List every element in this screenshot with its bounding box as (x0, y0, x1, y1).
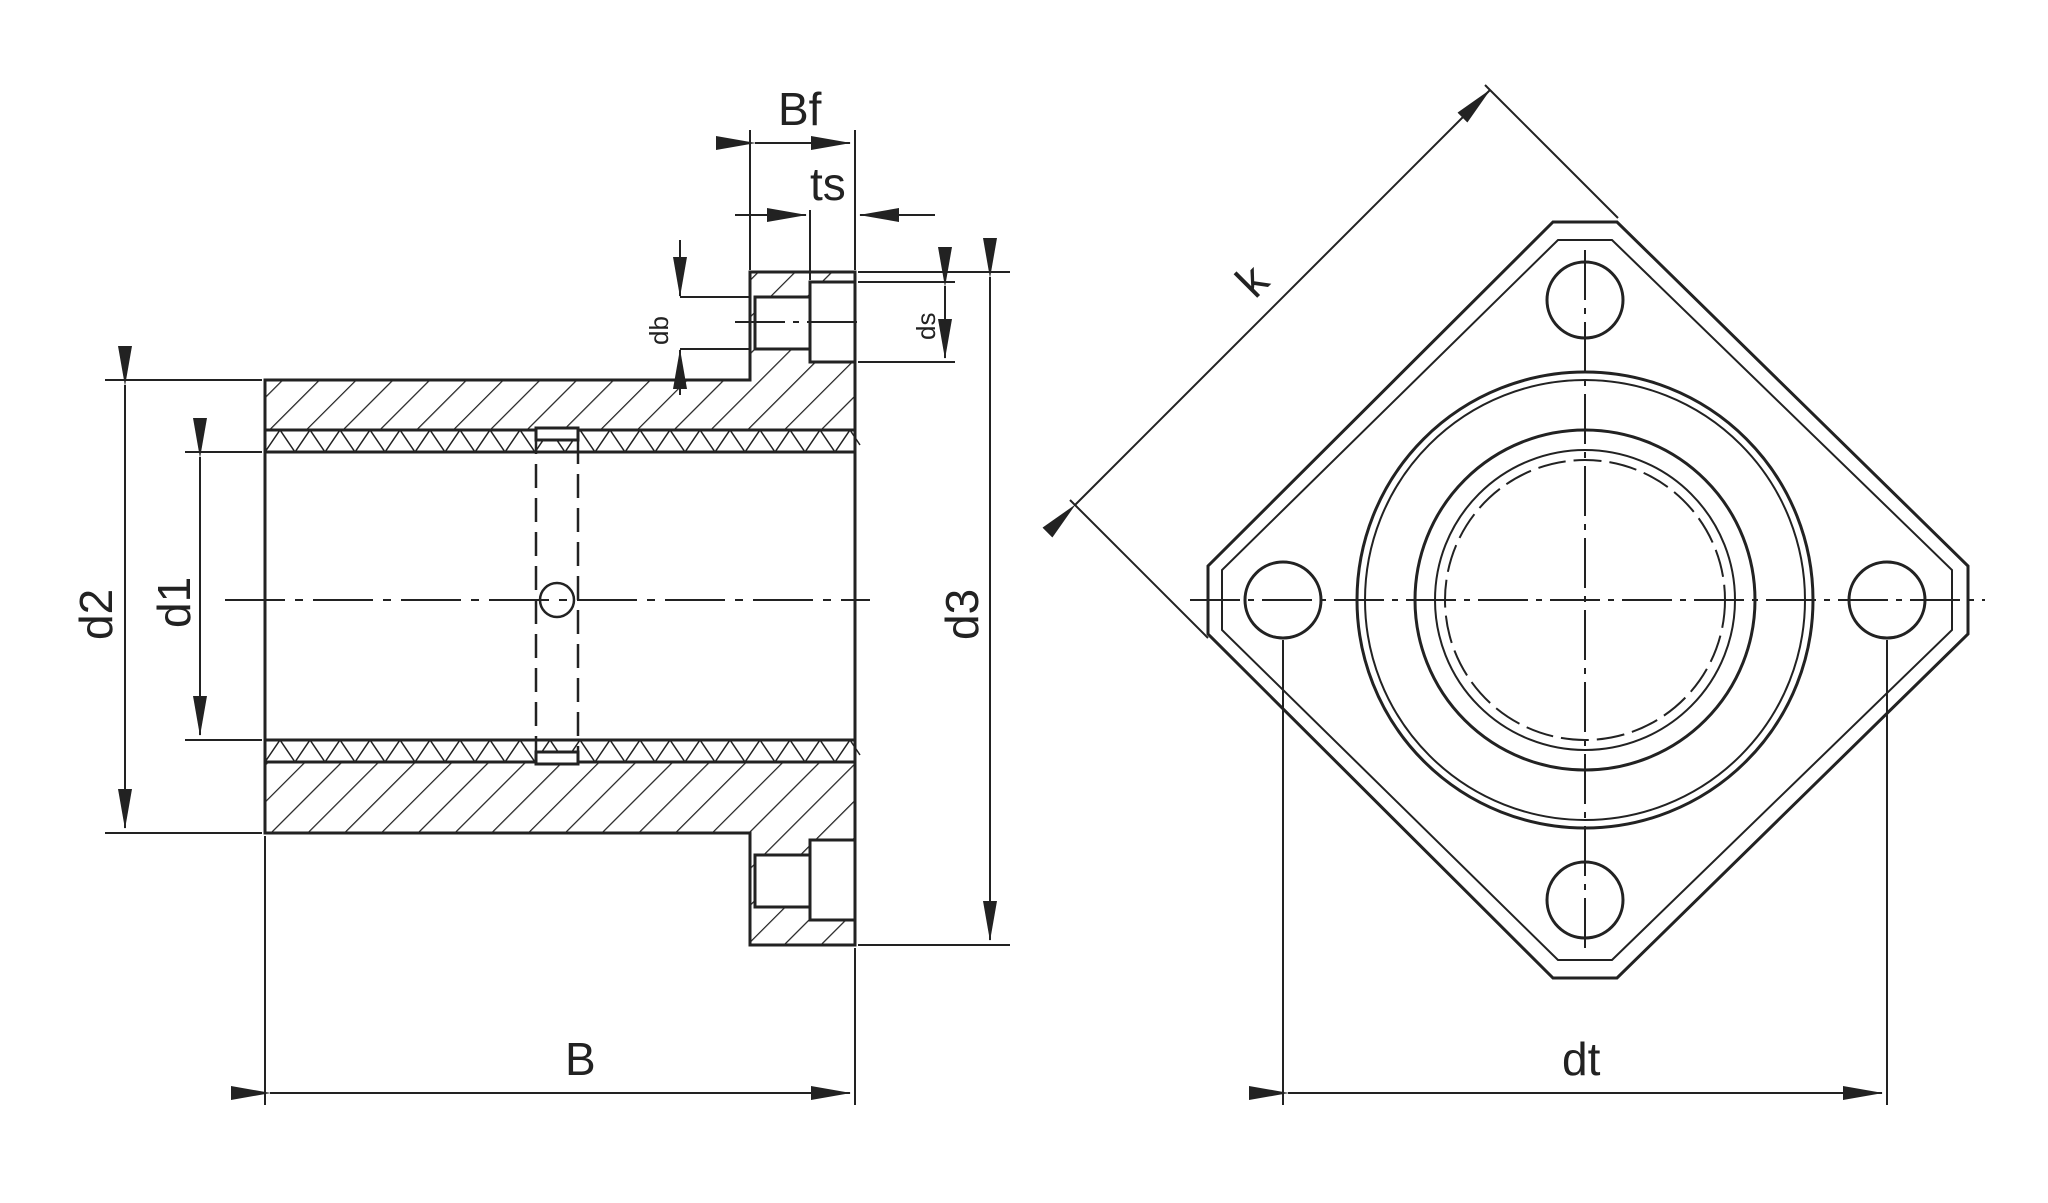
side-section-view (225, 270, 870, 947)
label-dt: dt (1562, 1033, 1601, 1085)
label-d2: d2 (70, 589, 122, 640)
front-view (1190, 220, 1985, 980)
label-db: db (644, 316, 674, 345)
front-dimensions (1042, 84, 1888, 1105)
label-Bf: Bf (778, 83, 822, 135)
label-d3: d3 (936, 589, 988, 640)
side-dimensions (105, 130, 1010, 1105)
label-d1: d1 (148, 577, 200, 628)
label-B: B (565, 1033, 596, 1085)
label-ts: ts (810, 158, 846, 210)
label-k: k (1225, 253, 1279, 307)
label-ds: ds (911, 313, 941, 340)
